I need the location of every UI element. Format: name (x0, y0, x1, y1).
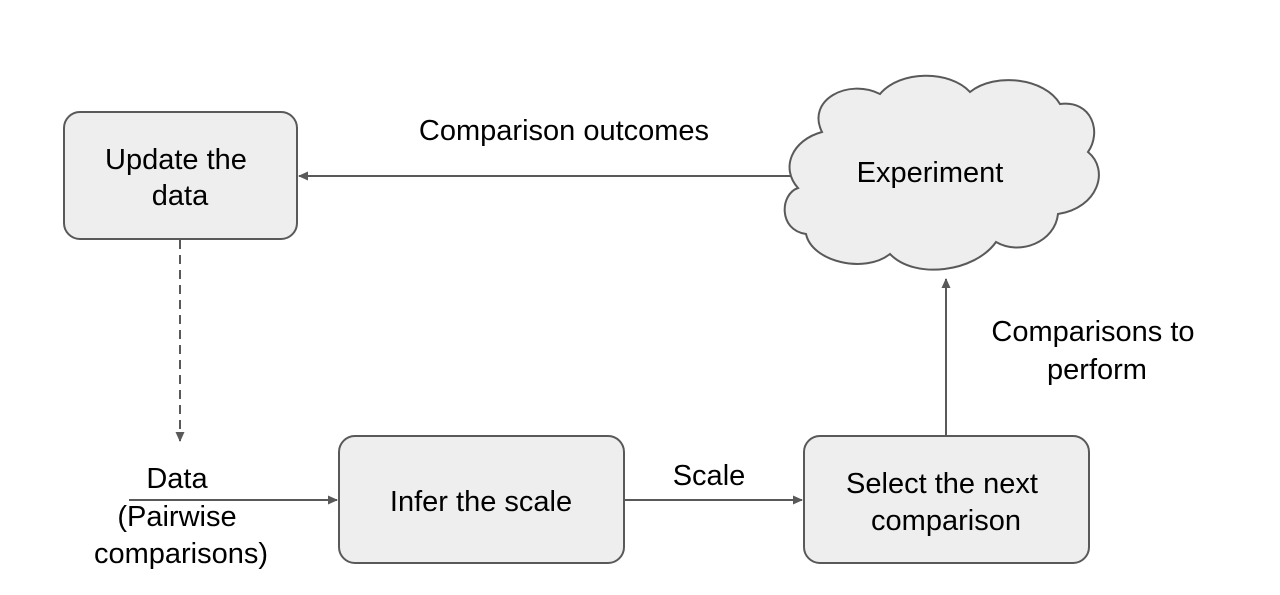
node-update-data-label: Update the data (105, 144, 255, 212)
node-experiment: Experiment (783, 74, 1100, 271)
node-data-input-line1: Data (146, 463, 208, 495)
edge-comparison-outcomes-label: Comparison outcomes (419, 115, 709, 147)
node-data-input: Data (Pairwise comparisons) (94, 463, 268, 570)
node-infer-scale-label: Infer the scale (390, 486, 572, 518)
edge-comparisons-to-perform-line1: Comparisons to (991, 316, 1194, 348)
node-select-next-line1: Select the next (846, 468, 1038, 500)
edge-comparisons-to-perform-line2: perform (1047, 354, 1147, 386)
node-select-next-box (803, 435, 1090, 564)
node-update-data-line1: Update the (105, 144, 247, 176)
node-data-input-line2: (Pairwise (117, 501, 236, 533)
node-data-input-line3: comparisons) (94, 538, 268, 570)
node-update-data-box (63, 111, 298, 240)
node-infer-scale-box (338, 435, 625, 564)
edge-scale-label: Scale (673, 460, 746, 492)
node-infer-scale: Infer the scale (338, 435, 625, 564)
node-experiment-cloud (783, 74, 1100, 271)
node-select-next-label: Select the next comparison (846, 468, 1046, 537)
node-select-next-line2: comparison (871, 505, 1021, 537)
node-update-data: Update the data (63, 111, 298, 240)
node-update-data-line2: data (152, 180, 209, 212)
edge-comparisons-to-perform-label: Comparisons to perform (991, 316, 1202, 386)
node-select-next: Select the next comparison (803, 435, 1090, 564)
node-experiment-label: Experiment (857, 157, 1004, 189)
